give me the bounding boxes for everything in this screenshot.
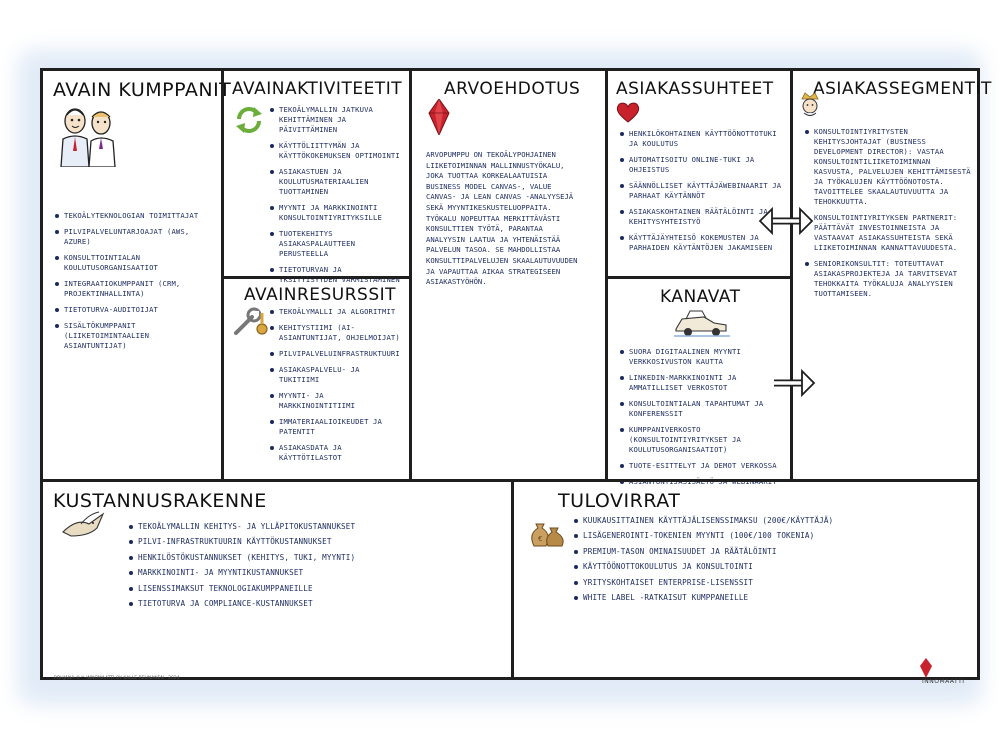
list-item: Säännölliset käyttäjäwebinaarit ja parha…: [620, 181, 786, 201]
list-item: Myynti ja markkinointi konsultointiyrity…: [270, 203, 404, 223]
list-item: Seniorikonsultit: Toteuttavat asiakaspro…: [805, 259, 973, 299]
list-item: Käyttäjäyhteisö kokemusten ja parhaiden …: [620, 233, 786, 253]
credit-note: Pohjana ©™ Innomaatti Oy Kalle Reunanen …: [54, 676, 180, 681]
cost-structure-title: Kustannusrakenne: [53, 490, 267, 512]
list-item: Asiakaskohtainen räätälöinti ja kehitysy…: [620, 207, 786, 227]
list-item: Suora digitaalinen myynti verkkosivuston…: [620, 347, 786, 367]
customer-relationships-list: Henkilökohtainen käyttöönottotuki ja kou…: [620, 129, 786, 259]
list-item: Kuukausittainen käyttäjälisenssimaksu (2…: [574, 516, 970, 526]
list-item: Lisägenerointi-tokenien myynti (100€/100…: [574, 531, 970, 541]
key-partners-list: Tekoälyteknologian toimittajat Pilvipalv…: [55, 211, 211, 357]
value-proposition-text: ArvoPumppu on tekoälypohjainen liiketoim…: [426, 150, 578, 287]
list-item: Integraatiokumppanit (CRM, projektinhall…: [55, 279, 211, 299]
list-item: Asiakastuen ja koulutusmateriaalien tuot…: [270, 167, 404, 197]
list-item: Tekoälymallin kehitys- ja ylläpitokustan…: [129, 522, 499, 532]
channels-title: Kanavat: [660, 287, 741, 307]
business-model-canvas: Avain Kumppanit Tekoälyteknologian toimi…: [40, 68, 991, 680]
value-proposition-section: Arvoehdotus ArvoPumppu on tekoälypohjain…: [409, 71, 605, 479]
list-item: Asiakaspalvelu- ja tukitiimi: [270, 365, 404, 385]
king-icon: [801, 92, 819, 116]
list-item: Tietoturvan ja yksityisyyden varmistamin…: [270, 265, 404, 285]
customer-segments-section: Asiakassegmentit Konsultointiyritysten k…: [790, 71, 991, 479]
key-activities-section: Avainaktiviteetit Tekoälymallin jatkuva …: [221, 71, 409, 284]
tools-icon: [234, 307, 268, 335]
key-partners-title: Avain Kumppanit: [53, 79, 232, 101]
list-item: Tuote-esittelyt ja demot verkossa: [620, 461, 786, 471]
customer-relationships-title: Asiakassuhteet: [616, 79, 774, 99]
cycle-arrows-icon: [236, 107, 262, 133]
bird-icon: [62, 511, 105, 537]
list-item: Tietoturva-auditoijat: [55, 305, 211, 315]
red-gem-icon: [428, 99, 450, 135]
list-item: Tuotekehitys asiakaspalautteen perusteel…: [270, 229, 404, 259]
red-heart-icon: [616, 102, 640, 123]
list-item: Myynti- ja markkinointitiimi: [270, 391, 404, 411]
list-item: Immateriaalioikeudet ja patentit: [270, 417, 404, 437]
partners-people-icon: [60, 108, 116, 167]
list-item: Asiakasdata ja käyttötilastot: [270, 443, 404, 463]
key-activities-list: Tekoälymallin jatkuva kehittäminen ja pä…: [270, 105, 404, 291]
customer-segments-title: Asiakassegmentit: [813, 79, 992, 99]
list-item: White label -ratkaisut kumppaneille: [574, 593, 970, 603]
cost-structure-list: Tekoälymallin kehitys- ja ylläpitokustan…: [129, 522, 499, 614]
list-item: Pilvipalveluntarjoajat (AWS, Azure): [55, 227, 211, 247]
list-item: Tietoturva ja compliance-kustannukset: [129, 599, 499, 609]
list-item: Markkinointi- ja myyntikustannukset: [129, 568, 499, 578]
list-item: Konsulttointialan koulutusorganisaatiot: [55, 253, 211, 273]
key-partners-section: Avain Kumppanit Tekoälyteknologian toimi…: [43, 71, 231, 479]
customer-segments-list: Konsultointiyritysten kehitysjohtajat (B…: [805, 127, 973, 305]
value-proposition-title: Arvoehdotus: [444, 79, 581, 99]
list-item: Konsultointiyritysten kehitysjohtajat (B…: [805, 127, 973, 207]
innomaatti-logo-icon: [920, 658, 932, 678]
key-resources-section: Avainresurssit Tekoälymalli ja algoritmi…: [221, 276, 409, 479]
money-bags-icon: €: [531, 523, 564, 547]
revenue-streams-list: Kuukausittainen käyttäjälisenssimaksu (2…: [574, 516, 970, 608]
right-arrow-icon: [774, 368, 816, 398]
list-item: Sisältökumppanit (liiketoimintaalien asi…: [55, 321, 211, 351]
list-item: Henkilöstökustannukset (kehitys, tuki, m…: [129, 553, 499, 563]
list-item: Pilvi-infrastruktuurin käyttökustannukse…: [129, 537, 499, 547]
list-item: Käyttöliittymän ja käyttökokemuksen opti…: [270, 141, 404, 161]
list-item: Lisenssimaksut teknologiakumppaneille: [129, 584, 499, 594]
key-resources-list: Tekoälymalli ja algoritmit Kehitystiimi …: [270, 307, 404, 469]
list-item: Premium-tason ominaisuudet ja räätälöint…: [574, 547, 970, 557]
list-item: Pilvipalveluinfrastruktuuri: [270, 349, 404, 359]
list-item: Tekoälyteknologian toimittajat: [55, 211, 211, 221]
cost-structure-section: Kustannusrakenne Tekoälymallin kehitys- …: [43, 479, 511, 677]
list-item: Käyttöönottokoulutus ja konsultointi: [574, 562, 970, 572]
double-arrow-icon: [758, 206, 814, 236]
list-item: Henkilökohtainen käyttöönottotuki ja kou…: [620, 129, 786, 149]
car-icon: [674, 310, 730, 337]
channels-list: Suora digitaalinen myynti verkkosivuston…: [620, 347, 786, 493]
list-item: Kehitystiimi (AI-asiantuntijat, ohjelmoi…: [270, 323, 404, 343]
brand-name: Innomaatti: [922, 678, 965, 685]
list-item: Konsultointialan tapahtumat ja konferens…: [620, 399, 786, 419]
list-item: Automatisoitu online-tuki ja ohjeistus: [620, 155, 786, 175]
list-item: Konsultointiyrityksen partnerit: Päättäv…: [805, 213, 973, 253]
key-resources-title: Avainresurssit: [244, 285, 397, 305]
list-item: Yrityskohtaiset enterprise-lisenssit: [574, 578, 970, 588]
svg-text:€: €: [538, 535, 542, 543]
customer-relationships-section: Asiakassuhteet Henkilökohtainen käyttöön…: [605, 71, 790, 276]
list-item: Tekoälymalli ja algoritmit: [270, 307, 404, 317]
list-item: Tekoälymallin jatkuva kehittäminen ja pä…: [270, 105, 404, 135]
channels-section: Kanavat Suora digitaalinen myynti verkko…: [605, 276, 790, 486]
list-item: LinkedIn-markkinointi ja ammatilliset ve…: [620, 373, 786, 393]
list-item: Kumppaniverkosto (konsultointiyritykset …: [620, 425, 786, 455]
revenue-streams-title: Tulovirrat: [558, 490, 681, 512]
revenue-streams-section: Tulovirrat € Kuukausittainen käyttäjälis…: [511, 479, 977, 677]
key-activities-title: Avainaktiviteetit: [232, 79, 403, 99]
